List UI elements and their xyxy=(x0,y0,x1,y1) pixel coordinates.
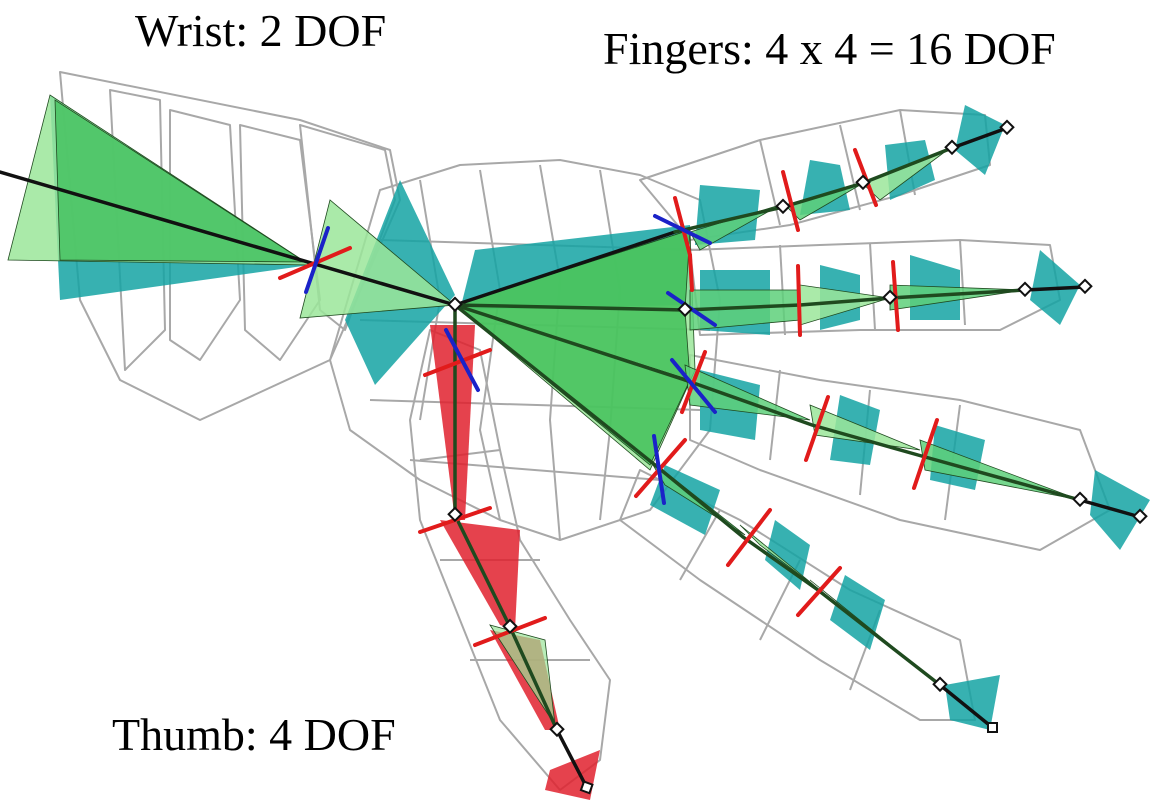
ring-dip-axis-red xyxy=(912,418,939,490)
little-finger-bones xyxy=(653,463,942,687)
little-dip-cone-teal xyxy=(830,575,885,650)
wrist-cuff-2 xyxy=(169,109,241,361)
thumb-tip-bone xyxy=(555,728,589,790)
joint-markers xyxy=(447,119,1148,795)
ring-pip-axis-red xyxy=(804,395,830,462)
thumb-cmc-axis-blue xyxy=(444,328,480,392)
fingers-dof-label: Fingers: 4 x 4 = 16 DOF xyxy=(603,23,1056,74)
index-tip-bone xyxy=(950,126,1009,150)
wrist-dof-label: Wrist: 2 DOF xyxy=(135,5,387,56)
carpal-cone-light xyxy=(299,199,456,319)
joint-little-end xyxy=(987,722,998,733)
middle-tip-bone xyxy=(1023,285,1087,292)
middle-mcp-axis-red xyxy=(688,253,694,292)
palm-bone-little xyxy=(453,303,657,467)
joint-thumb-mcp xyxy=(447,506,463,523)
ring-mcp-axis-blue xyxy=(670,358,717,414)
palm-outline xyxy=(329,159,721,541)
joint-middle-mcp xyxy=(677,301,693,318)
index-finger-bones xyxy=(673,146,954,234)
thumb-cmc-cone xyxy=(430,325,475,520)
index-pip-axis-red xyxy=(781,170,800,232)
wrist-axis-blue xyxy=(304,226,330,294)
joint-index-tip xyxy=(944,139,960,156)
palm-bone-ring xyxy=(453,303,687,382)
joint-range-cones-green xyxy=(7,94,1081,726)
joint-ring-end xyxy=(1132,508,1148,525)
little-tip-cone-teal xyxy=(945,675,1000,730)
index-mcp-axis-blue xyxy=(653,214,712,245)
palm-bone-middle xyxy=(453,303,687,312)
little-tip-bone xyxy=(938,683,995,730)
joint-little-tip xyxy=(932,676,948,693)
skeleton-bones xyxy=(0,126,1142,790)
joint-index-dip xyxy=(855,174,871,191)
little-dip-axis-red xyxy=(796,566,842,617)
palm-bone-index xyxy=(453,230,677,307)
ring-cone-3 xyxy=(919,439,1081,501)
thumb-cmc-axis-red xyxy=(423,348,492,377)
finger-middle-seg-2 xyxy=(869,242,876,331)
joint-thumb-tip xyxy=(549,721,565,738)
joint-middle-tip xyxy=(1017,281,1033,298)
thumb-mcp-cone xyxy=(440,520,520,630)
joint-index-end xyxy=(999,119,1015,136)
ring-finger-bones xyxy=(683,378,1082,502)
thumb-dof-label: Thumb: 4 DOF xyxy=(112,709,396,760)
joint-range-cones-teal xyxy=(50,95,1150,800)
finger-little-seg-1 xyxy=(679,509,721,581)
palm-grid-2 xyxy=(479,169,501,521)
palm-grid-8 xyxy=(409,459,661,481)
joint-middle-dip xyxy=(882,289,898,306)
finger-middle-seg-3 xyxy=(959,239,966,326)
index-tip-cone-teal xyxy=(955,105,1005,175)
joint-middle-end xyxy=(1077,278,1093,295)
joint-thumb-end xyxy=(579,780,594,795)
forearm-bone xyxy=(0,170,457,307)
middle-pip-axis-red xyxy=(796,264,802,337)
finger-index-seg-1 xyxy=(759,139,781,226)
ring-mcp-axis-red xyxy=(680,350,707,414)
joint-carpal xyxy=(447,296,463,313)
ring-cone-1 xyxy=(684,364,811,421)
wrist-cone-dark xyxy=(54,99,307,263)
joint-index-pip xyxy=(775,198,791,215)
ring-tip-bone xyxy=(1078,498,1142,519)
thumb-cone-green xyxy=(489,624,556,726)
wrist-cuff-3 xyxy=(239,124,321,361)
finger-index-seg-2 xyxy=(839,124,861,211)
index-mcp-axis-red xyxy=(673,196,692,257)
little-pip-axis-red xyxy=(726,508,772,567)
middle-finger-bones xyxy=(683,288,1027,312)
joint-ring-tip xyxy=(1072,491,1088,508)
joint-thumb-ip xyxy=(502,618,518,635)
little-mcp-axis-blue xyxy=(652,434,666,505)
finger-ring-outline xyxy=(689,354,1111,551)
